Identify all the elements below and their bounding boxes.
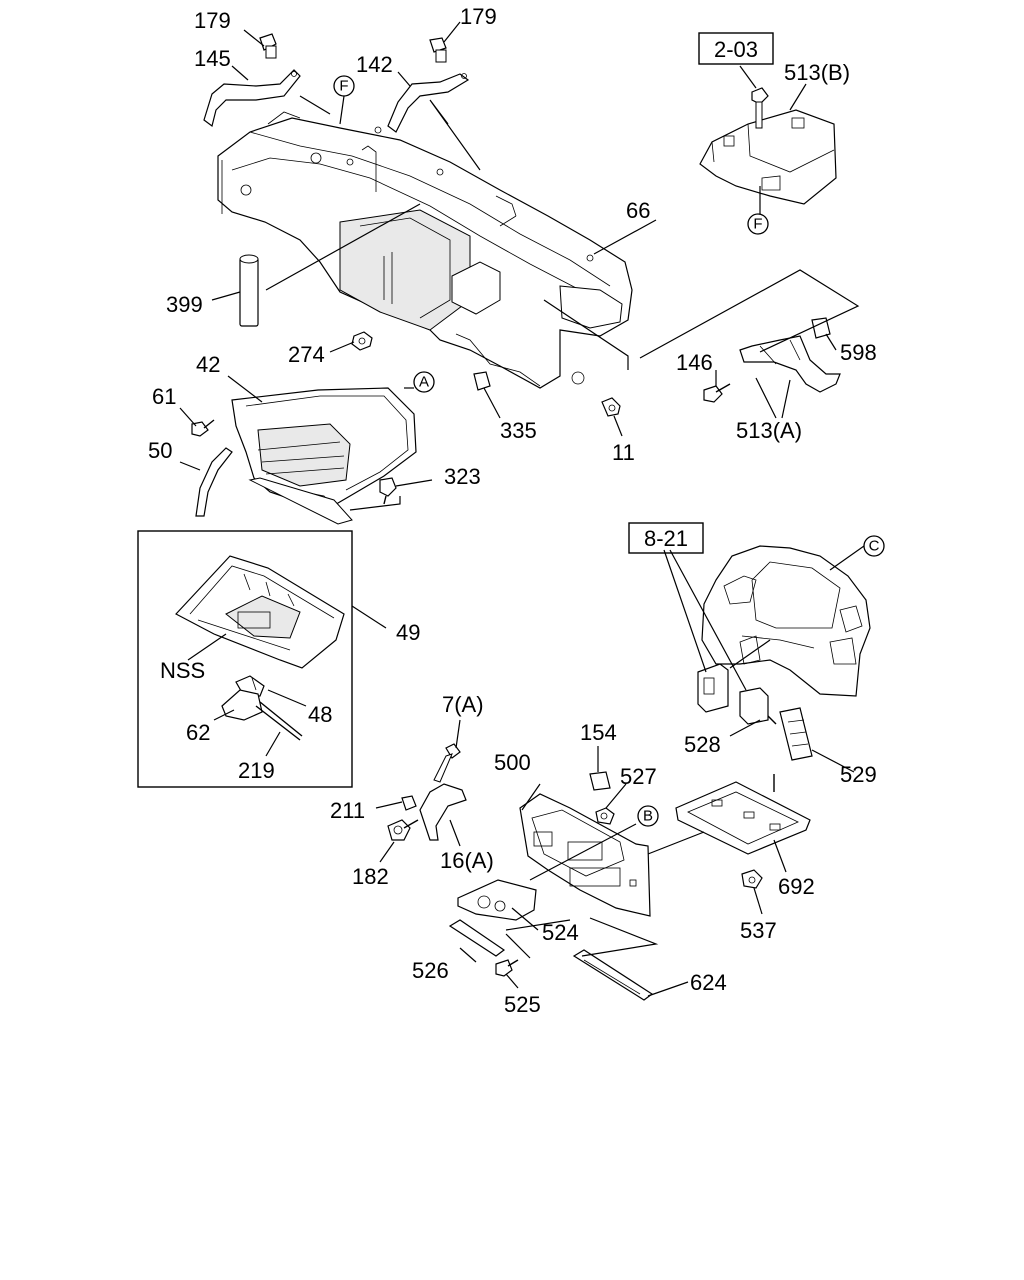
- svg-text:C: C: [869, 538, 880, 555]
- nut-274: [351, 331, 373, 351]
- inset-box: [137, 530, 353, 788]
- part-label: 179: [460, 4, 497, 29]
- part-label: 525: [504, 992, 541, 1017]
- bracket-513b: [699, 87, 837, 205]
- part-label: 335: [500, 418, 537, 443]
- part-label: 49: [396, 620, 420, 645]
- svg-text:A: A: [419, 374, 429, 391]
- part-label: 526: [412, 958, 449, 983]
- instrument-panel-frame: [217, 111, 633, 389]
- switch-528b: [739, 687, 777, 725]
- center-panel-500: [519, 793, 651, 917]
- bezel-529: [779, 707, 813, 761]
- ref-label-2-03: 2-03: [714, 37, 758, 62]
- part-label: 513(A): [736, 418, 802, 443]
- clip-335: [473, 371, 491, 391]
- clip-598: [811, 317, 831, 339]
- callout-f-top: F: [333, 75, 355, 125]
- screw-525: [495, 959, 519, 977]
- strip-624: [572, 949, 654, 1001]
- part-label: 48: [308, 702, 332, 727]
- switch-528: [697, 663, 729, 713]
- svg-text:B: B: [643, 808, 653, 825]
- ref-box-2-03: [698, 32, 774, 65]
- part-label: 154: [580, 720, 617, 745]
- part-label: 529: [840, 762, 877, 787]
- leader-lines: [179, 21, 865, 997]
- bracket-145: [203, 69, 301, 128]
- part-label: 219: [238, 758, 275, 783]
- nut-537: [741, 869, 763, 889]
- screw-146: [703, 383, 731, 403]
- part-label: 179: [194, 8, 231, 33]
- part-label: 50: [148, 438, 172, 463]
- trim-526: [448, 919, 506, 957]
- part-label: 513(B): [784, 60, 850, 85]
- nut-527: [595, 807, 615, 825]
- part-label: 692: [778, 874, 815, 899]
- bolt-179-right: [429, 37, 447, 63]
- nut-211: [401, 795, 417, 811]
- part-label: 323: [444, 464, 481, 489]
- tray-692: [675, 774, 811, 855]
- part-label: 16(A): [440, 848, 494, 873]
- screw-323: [379, 477, 397, 505]
- part-label: 66: [626, 198, 650, 223]
- bracket-513a: [739, 335, 841, 393]
- callout-c-cluster: C: [863, 535, 885, 557]
- bolt-11: [601, 397, 621, 417]
- part-label: 182: [352, 864, 389, 889]
- bracket-16a: [419, 783, 467, 841]
- part-label: 142: [356, 52, 393, 77]
- rod-399: [239, 254, 259, 327]
- part-label: 528: [684, 732, 721, 757]
- svg-text:F: F: [753, 216, 762, 233]
- part-label: 146: [676, 350, 713, 375]
- callout-a-glovebox: A: [413, 371, 435, 393]
- part-label: 11: [612, 440, 635, 465]
- part-label: 598: [840, 340, 877, 365]
- bolt-7a: [433, 743, 461, 783]
- clip-154: [589, 771, 611, 791]
- holder-524: [457, 879, 537, 921]
- callout-b-panel: B: [637, 805, 659, 827]
- part-label: 211: [330, 798, 365, 823]
- part-label: 274: [288, 342, 325, 367]
- part-label: 42: [196, 352, 220, 377]
- part-label: 500: [494, 750, 531, 775]
- bracket-142: [387, 73, 470, 133]
- part-label: NSS: [160, 658, 205, 683]
- part-label: 524: [542, 920, 579, 945]
- part-label: 62: [186, 720, 210, 745]
- latch-62: [221, 689, 263, 721]
- part-label: 61: [152, 384, 176, 409]
- glove-box-42: [231, 387, 417, 525]
- part-label: 624: [690, 970, 727, 995]
- rod-219: [255, 701, 303, 741]
- ref-label-8-21: 8-21: [644, 526, 688, 551]
- part-label: 7(A): [442, 692, 484, 717]
- strip-50: [195, 447, 233, 517]
- bolt-182: [387, 819, 419, 841]
- svg-text:F: F: [339, 78, 348, 95]
- part-label: 527: [620, 764, 657, 789]
- lid-49: [175, 555, 345, 669]
- part-label: 399: [166, 292, 203, 317]
- ref-box-8-21: [628, 522, 704, 554]
- bolt-179-left: [259, 33, 277, 59]
- part-label: 537: [740, 918, 777, 943]
- callout-f-bracket: F: [747, 213, 769, 235]
- screw-61: [191, 419, 215, 437]
- part-label: 145: [194, 46, 231, 71]
